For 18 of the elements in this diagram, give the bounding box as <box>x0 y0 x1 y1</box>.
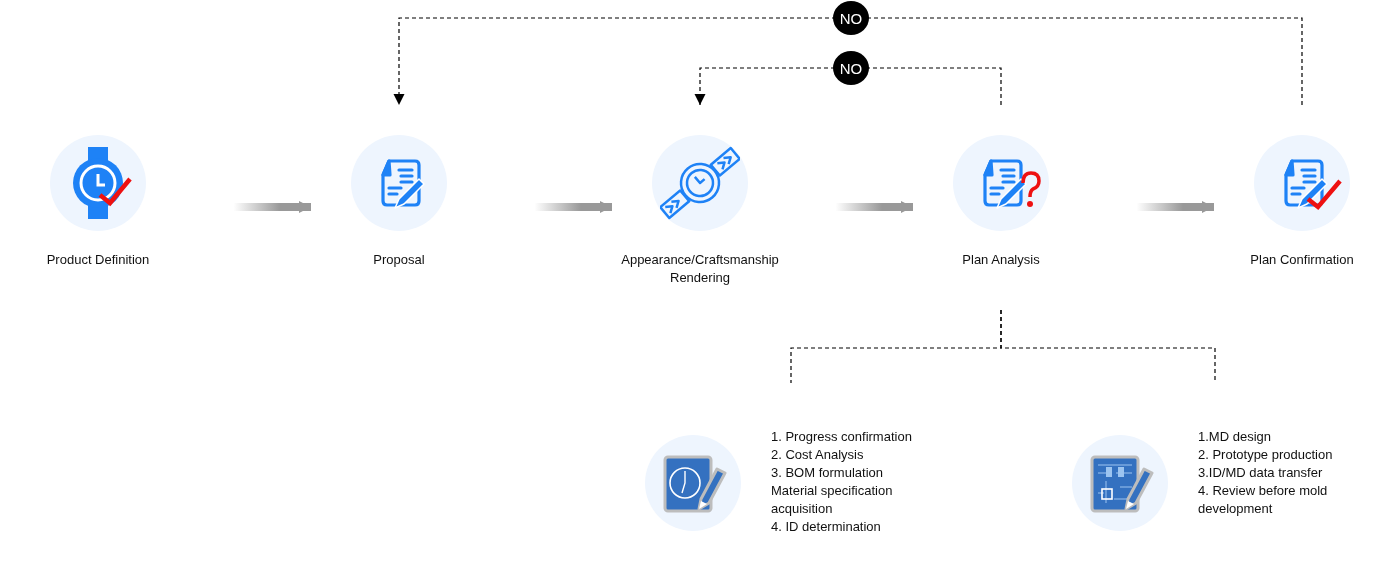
list-item: 4. Review before mold development <box>1198 482 1329 518</box>
arrow <box>694 67 1002 106</box>
step-label: Proposal <box>372 251 426 269</box>
step-label: Appearance/Craftsmanship Rendering <box>620 251 780 287</box>
list-item: 3.ID/MD data transfer <box>1198 464 1324 482</box>
edge-label: NO <box>833 51 869 85</box>
edge-label: NO <box>833 1 869 35</box>
list-item: 1.MD design <box>1198 428 1272 446</box>
list-item: 2. Prototype production <box>1198 446 1334 464</box>
list-item: 4. ID determination <box>771 518 882 536</box>
list-item: 3. BOM formulation <box>771 464 884 482</box>
list-item: 1. Progress confirmation <box>771 428 913 446</box>
step-label: Plan Analysis <box>961 251 1041 269</box>
arrow <box>393 17 1303 106</box>
step-label: Plan Confirmation <box>1249 251 1355 269</box>
list-item: 2. Cost Analysis <box>771 446 865 464</box>
step-label: Product Definition <box>45 251 151 269</box>
list-item: Material specification acquisition <box>771 482 894 518</box>
